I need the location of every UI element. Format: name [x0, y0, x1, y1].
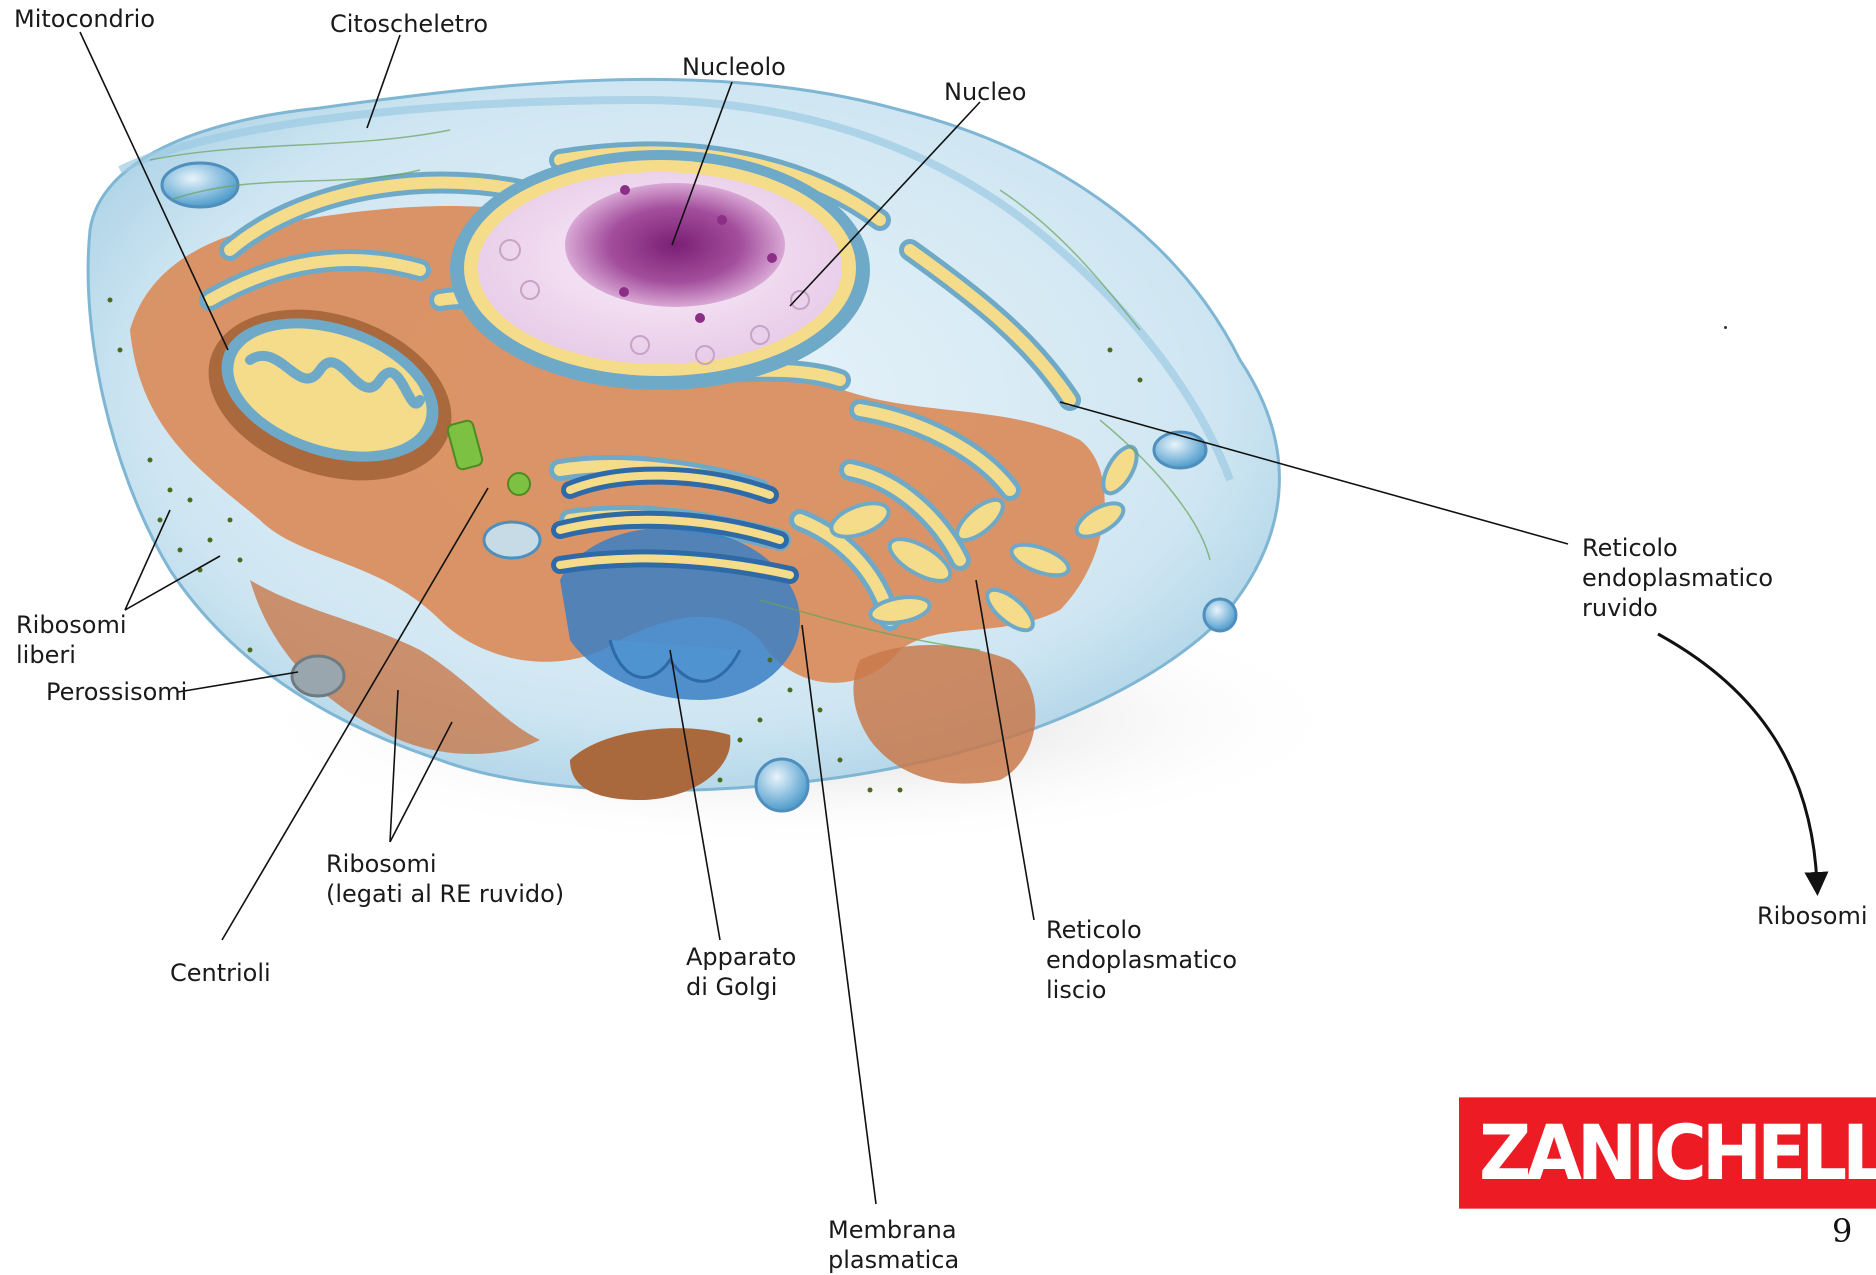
- label-golgi: Apparato di Golgi: [686, 942, 796, 1002]
- label-ribosomi-liberi: Ribosomi liberi: [16, 610, 127, 670]
- label-ribosomi-legati-line1: Ribosomi: [326, 849, 564, 879]
- label-ribosomi-legati-line2: (legati al RE ruvido): [326, 879, 564, 909]
- label-citoscheletro: Citoscheletro: [330, 9, 488, 39]
- peroxisome: [292, 656, 344, 696]
- label-nucleolo: Nucleolo: [682, 52, 786, 82]
- label-membrana-line1: Membrana: [828, 1215, 959, 1245]
- label-rer-line2: endoplasmatico: [1582, 563, 1773, 593]
- label-perossisomi: Perossisomi: [46, 677, 187, 707]
- label-rel-line3: liscio: [1046, 975, 1237, 1005]
- label-membrana: Membrana plasmatica: [828, 1215, 959, 1275]
- label-ribosomi-liberi-line2: liberi: [16, 640, 127, 670]
- page-number: 9: [1832, 1212, 1852, 1250]
- nucleus: [450, 150, 870, 390]
- label-rel: Reticolo endoplasmatico liscio: [1046, 915, 1237, 1005]
- label-rel-line2: endoplasmatico: [1046, 945, 1237, 975]
- nucleolus: [565, 183, 785, 307]
- label-centrioli: Centrioli: [170, 958, 271, 988]
- label-golgi-line1: Apparato: [686, 942, 796, 972]
- arrow-rer-ribosomi: [1658, 634, 1817, 884]
- label-ribosomi-rer: Ribosomi: [1757, 901, 1868, 931]
- label-ribosomi-legati: Ribosomi (legati al RE ruvido): [326, 849, 564, 909]
- label-membrana-line2: plasmatica: [828, 1245, 959, 1275]
- label-mitocondrio: Mitocondrio: [14, 4, 155, 34]
- label-rel-line1: Reticolo: [1046, 915, 1237, 945]
- label-golgi-line2: di Golgi: [686, 972, 796, 1002]
- label-nucleo: Nucleo: [944, 77, 1026, 107]
- stray-dot: [1724, 326, 1727, 329]
- zanichelli-logo: ZANICHELLI: [1459, 1097, 1876, 1208]
- label-rer-line1: Reticolo: [1582, 533, 1773, 563]
- label-rer: Reticolo endoplasmatico ruvido: [1582, 533, 1773, 623]
- label-ribosomi-liberi-line1: Ribosomi: [16, 610, 127, 640]
- label-rer-line3: ruvido: [1582, 593, 1773, 623]
